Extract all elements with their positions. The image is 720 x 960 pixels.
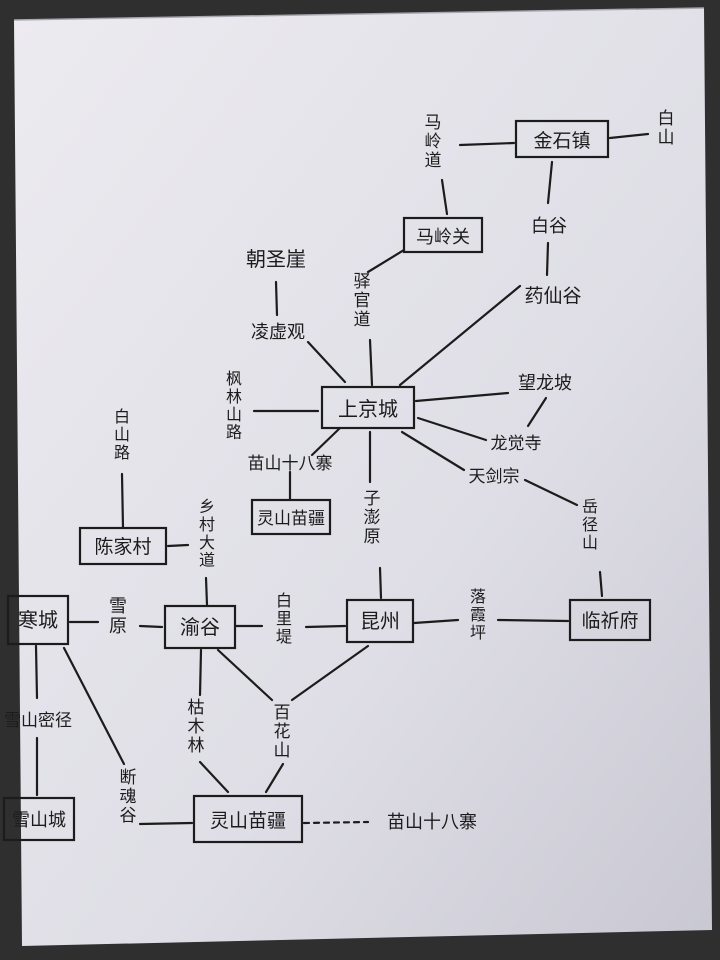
label-chaosheng: 朝圣崖 <box>246 247 306 271</box>
edge-luoxia-linqi <box>496 618 570 623</box>
paper-surface <box>14 8 712 946</box>
box-kunzhou <box>345 598 415 644</box>
edge-jinshi-baishan <box>608 132 650 140</box>
label-tianjian: 天剑宗 <box>469 467 520 487</box>
edge-shangjing-miao18 <box>310 426 342 457</box>
edge-yugu-kumulin <box>198 648 203 697</box>
label-miao18-top: 苗山十八寨 <box>248 454 333 474</box>
edge-kunzhou-luoxia <box>412 618 460 625</box>
edge-maling-road-jinshi <box>458 141 516 147</box>
label-hancheng: 寒城 <box>18 608 58 632</box>
label-lingxu: 凌虚观 <box>251 322 305 343</box>
edge-yugu-baihua <box>216 648 274 702</box>
label-maling-pass: 马岭关 <box>416 227 470 248</box>
edge-tianjian-yuejing <box>523 478 579 507</box>
box-chenjia <box>78 526 168 566</box>
label-chenjia: 陈家村 <box>94 536 151 558</box>
edge-lingxu-shangjing <box>306 340 347 384</box>
label-duanhun: 断魂谷 <box>120 768 137 826</box>
edge-hancheng-duanhun <box>62 646 126 766</box>
box-jinshi <box>514 119 610 159</box>
label-yiguan: 驿官道 <box>354 272 371 330</box>
box-lingshan-bottom <box>192 794 304 844</box>
box-yugu <box>163 604 237 650</box>
edge-hancheng-xueshanpath <box>34 644 39 700</box>
label-yugu: 渝谷 <box>180 615 220 639</box>
label-miao18-bottom: 苗山十八寨 <box>387 812 477 833</box>
edge-yiguan-shangjing <box>368 338 374 387</box>
box-shangjing <box>320 385 416 430</box>
edge-xiangcun-yugu <box>204 576 209 607</box>
edge-baigu-yaoxian <box>545 241 550 277</box>
box-hancheng <box>6 594 70 646</box>
box-lingshan-top <box>250 498 332 536</box>
edge-wanglong-longjue <box>526 396 548 428</box>
label-baishan-road: 白山路 <box>114 407 130 462</box>
label-xiangcun: 乡村大道 <box>199 497 215 570</box>
label-shangjing: 上京城 <box>338 397 398 421</box>
edge-chaosheng-lingxu <box>274 280 279 317</box>
edge-bailidi-kunzhou <box>304 624 347 629</box>
label-kumulin: 枯木林 <box>188 698 205 756</box>
label-yuejing: 岳径山 <box>582 497 598 552</box>
connection-lines <box>34 132 650 826</box>
edge-maling-road-pass <box>440 178 449 216</box>
label-bailidi: 白里堤 <box>276 591 292 646</box>
label-xueshan-city: 雪山城 <box>12 810 66 831</box>
edge-baihua-lingshan <box>264 762 285 794</box>
edge-shangjing-tianjian <box>400 430 466 472</box>
label-baigu: 白谷 <box>531 216 567 237</box>
box-xueshan-city <box>2 796 76 842</box>
label-yaoxian: 药仙谷 <box>524 285 581 307</box>
label-longjue: 龙觉寺 <box>491 434 542 454</box>
label-fenglin: 枫林山路 <box>226 369 242 442</box>
label-xueshan-path: 雪山密径 <box>4 711 72 731</box>
vertical-labels: 白山 马岭道 驿官道 枫林山路 子澎原 岳径山 白山路 乡村大道 雪原 白里堤 … <box>109 109 675 826</box>
edge-kumulin-lingshan <box>198 760 230 794</box>
node-labels: 金石镇 马岭关 白谷 药仙谷 朝圣崖 凌虚观 上京城 望龙坡 龙觉寺 苗山十八寨… <box>4 130 639 833</box>
label-maling-road: 马岭道 <box>425 113 442 171</box>
edge-pass-yiguan <box>366 248 406 274</box>
label-jinshi: 金石镇 <box>533 130 590 152</box>
node-boxes <box>2 119 652 844</box>
label-baihua: 百花山 <box>274 703 291 761</box>
edge-jinshi-baigu <box>546 160 554 205</box>
label-wanglong: 望龙坡 <box>518 373 572 394</box>
label-lingshan-bottom: 灵山苗疆 <box>210 810 286 832</box>
box-maling-pass <box>402 216 484 254</box>
edge-shangjing-longjue <box>416 416 488 442</box>
edge-xueyuan-yugu <box>138 624 164 629</box>
label-xueyuan: 雪原 <box>109 596 127 637</box>
edge-baishanlu-chenjia <box>120 472 125 530</box>
label-linqi: 临祈府 <box>581 610 638 632</box>
edge-yuejing-linqi <box>598 570 604 598</box>
edge-duanhun-lingshan <box>138 821 194 826</box>
edge-shangjing-wanglong <box>414 391 510 403</box>
edge-zipeng-kunzhou <box>378 566 383 600</box>
edge-lingshan-miao18-dashed <box>302 820 370 825</box>
label-zipeng: 子澎原 <box>364 489 381 547</box>
edge-chenjia-xiangcun <box>166 543 190 548</box>
edge-yaoxian-shangjing <box>398 284 522 387</box>
edge-kunzhou-baihua <box>290 644 370 702</box>
label-baishan-ne: 白山 <box>658 109 675 148</box>
label-kunzhou: 昆州 <box>360 609 400 633</box>
label-lingshan-top: 灵山苗疆 <box>257 509 325 529</box>
box-linqi <box>568 598 652 642</box>
label-luoxiaping: 落霞坪 <box>470 587 486 642</box>
